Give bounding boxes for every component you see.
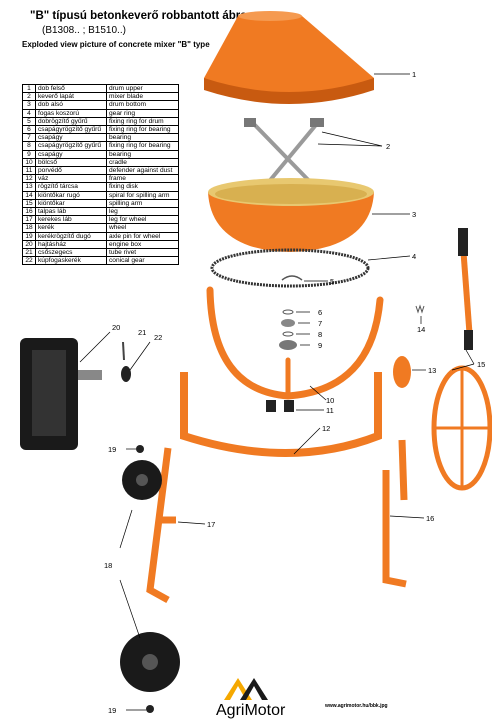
callout-2: 2: [386, 142, 390, 151]
spilling-arm: [431, 228, 492, 491]
part-en: leg for wheel: [106, 215, 179, 225]
leader-lines: [79, 73, 475, 711]
page-subtitle: Exploded view picture of concrete mixer …: [22, 40, 210, 49]
callout-4: 4: [412, 252, 416, 261]
callout-18: 18: [104, 561, 112, 570]
callout-10: 10: [326, 396, 334, 405]
gear-ring: [210, 248, 370, 288]
fixing-ring-drum: [281, 275, 303, 281]
callout-15: 15: [477, 360, 485, 369]
axle-pin: [136, 445, 154, 713]
part-en: drum bottom: [106, 100, 179, 110]
bearings: [279, 309, 297, 350]
model-numbers: (B1308.. ; B1510..): [42, 25, 126, 36]
frame: [180, 372, 382, 457]
part-en: axle pin for wheel: [106, 231, 179, 241]
dust-defender: [266, 400, 294, 412]
callout-8: 8: [318, 330, 322, 339]
callout-6: 6: [318, 308, 322, 317]
tube-rivet: [122, 341, 125, 361]
callout-9: 9: [318, 341, 322, 350]
conical-gear: [121, 366, 131, 382]
callout-3: 3: [412, 210, 416, 219]
cradle: [206, 286, 384, 400]
callout-7: 7: [318, 319, 322, 328]
callout-17: 17: [207, 520, 215, 529]
footer-website: www.agrimotor.hu/bbk.jpg: [325, 703, 388, 709]
leg: [382, 439, 408, 588]
callout-5: 5: [330, 277, 334, 286]
callout-numbers: 1 2 3 4 5 6 7 8 9 10 11 12 13 14 15 16 1…: [104, 70, 485, 715]
drum-bottom: [208, 178, 374, 252]
part-en: conical gear: [106, 256, 179, 266]
part-en: spiral for spilling arm: [106, 190, 179, 200]
part-en: defender against dust: [106, 166, 179, 176]
part-en: mixer blade: [106, 92, 179, 102]
agrimotor-logo: [224, 678, 268, 700]
callout-12: 12: [322, 424, 330, 433]
callout-19-bottom: 19: [108, 706, 116, 715]
page-title: "B" típusú betonkeverő robbantott ábra: [30, 10, 247, 22]
part-en: fixing ring for bearing: [106, 141, 179, 151]
callout-22: 22: [154, 333, 162, 342]
callout-11: 11: [326, 406, 334, 415]
drum-upper: [204, 11, 375, 104]
fixing-disk: [393, 356, 411, 388]
callout-21: 21: [138, 328, 146, 337]
part-en: fixing ring for bearing: [106, 125, 179, 135]
part-en: fixing ring for drum: [106, 116, 179, 127]
leg-for-wheel: [146, 447, 176, 604]
callout-13: 13: [428, 366, 436, 375]
callout-1: 1: [412, 70, 416, 79]
wheel: [120, 460, 180, 692]
part-en: drum upper: [106, 83, 179, 94]
callout-14: 14: [417, 325, 425, 334]
engine-box: [20, 338, 102, 450]
spilling-arm-spring: [415, 304, 425, 314]
callout-19-top: 19: [108, 445, 116, 454]
callout-16: 16: [426, 514, 434, 523]
brand-name: AgriMotor: [216, 702, 286, 719]
callout-20: 20: [112, 323, 120, 332]
